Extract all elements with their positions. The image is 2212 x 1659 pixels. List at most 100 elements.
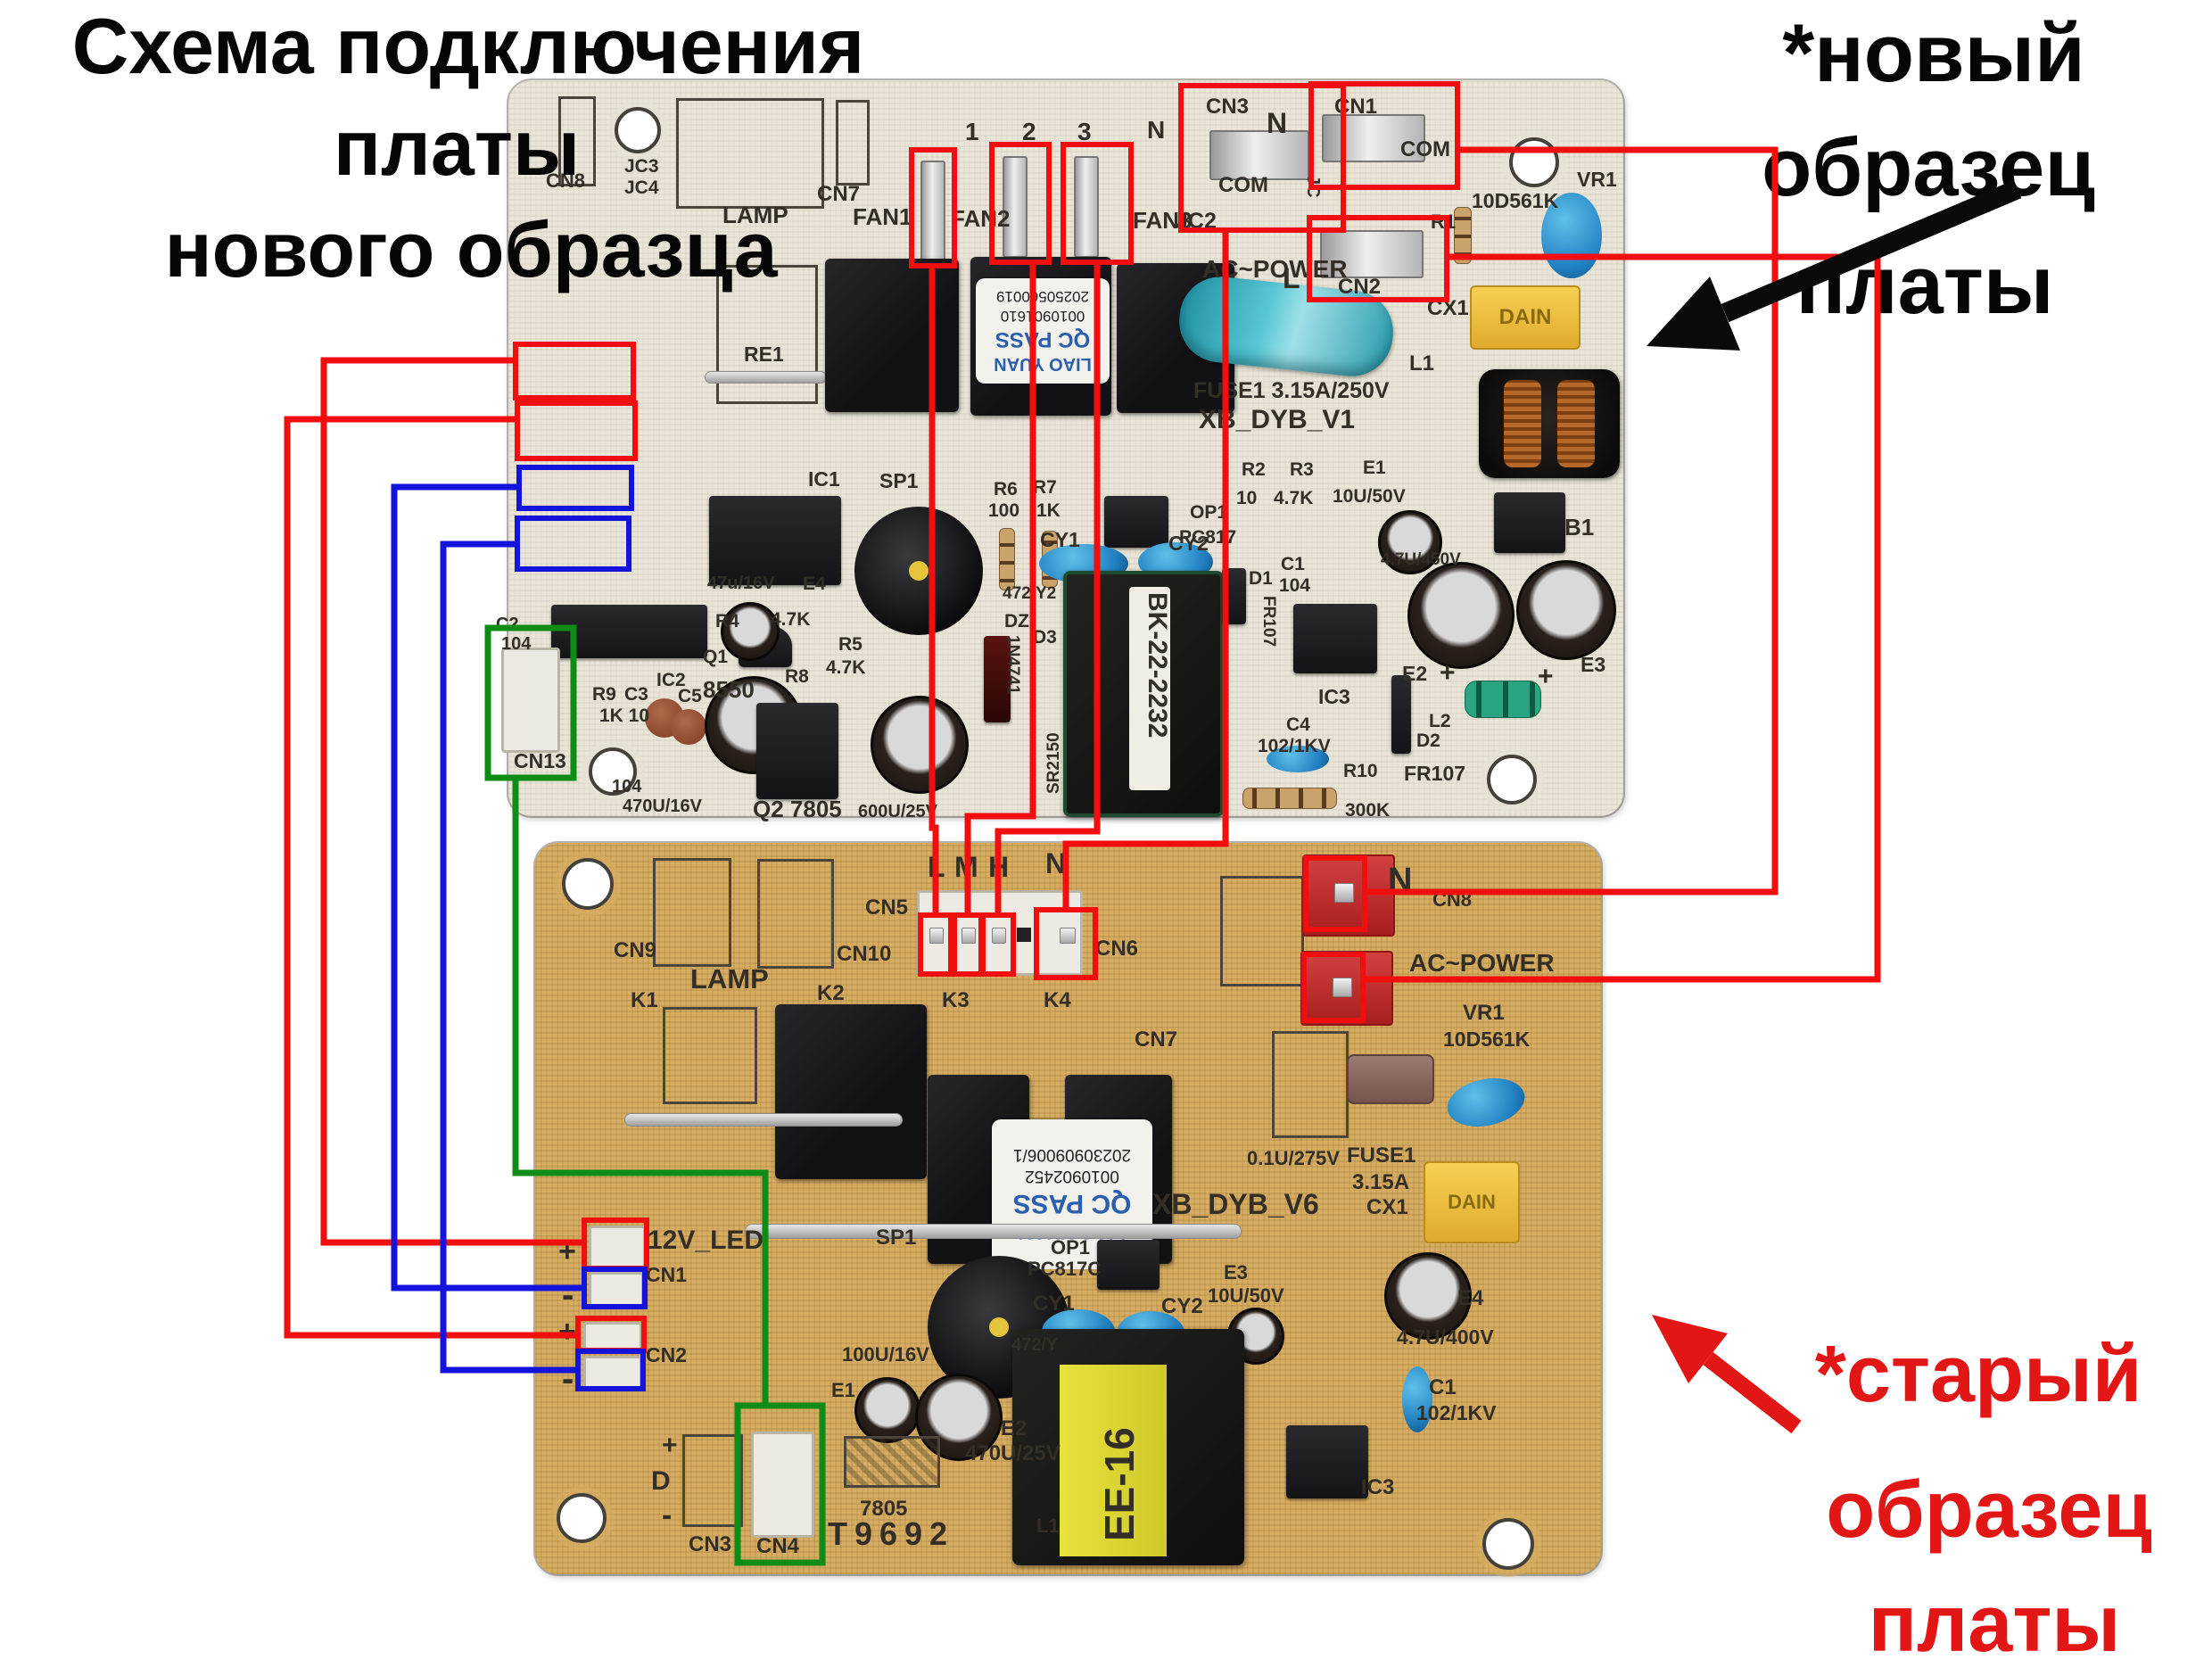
silkscreen-cn2: CN2 [646, 1343, 688, 1366]
box-pin-n [1034, 907, 1098, 980]
silkscreen-cn4: CN4 [756, 1534, 800, 1558]
silkscreen-r8: R8 [785, 666, 809, 687]
silkscreen-c1v: 102/1KV [1416, 1401, 1497, 1424]
cap-e2-old [915, 1374, 1003, 1461]
bridge-b1 [1494, 492, 1565, 553]
title-left-line2: платы [333, 103, 581, 192]
silkscreen-cy2: CY2 [1161, 1294, 1203, 1318]
silkscreen-pc817: PC817 [1179, 527, 1237, 548]
cap-600u [871, 696, 969, 794]
silkscreen-r7: R7 [1033, 477, 1057, 498]
screw-hole [1482, 1518, 1534, 1570]
c1-capacitor-old [1402, 1366, 1432, 1432]
c5-capacitor [671, 709, 706, 745]
silkscreen-k2: K2 [817, 981, 845, 1005]
cn2-connector [1320, 230, 1424, 278]
wire-cn1-cn8 [1365, 146, 1779, 896]
silkscreen-e3: E3 [1581, 653, 1606, 676]
silkscreen-c1v: 104 [1279, 575, 1311, 596]
silkscreen-op1: OP1 [1190, 502, 1228, 523]
silkscreen-r5v: 4.7K [826, 657, 866, 678]
silkscreen-e2v: 470U/25V [965, 1441, 1061, 1465]
k1-footprint [663, 1007, 757, 1104]
silkscreen-e2: E2 [1001, 1416, 1028, 1440]
silkscreen-cn1: CN1 [646, 1263, 688, 1286]
silkscreen-l2: L2 [1429, 711, 1451, 731]
silkscreen-xbdyb: XB_DYB_V6 [1152, 1188, 1319, 1220]
silkscreen-v315: 3.15A [1352, 1170, 1410, 1194]
silkscreen-lamp: LAMP [690, 963, 769, 995]
relay-k2 [775, 1004, 927, 1179]
silkscreen-e1: E1 [1363, 458, 1386, 478]
cn4-connector [751, 1432, 814, 1538]
cn2-minus-header [583, 1356, 642, 1391]
silkscreen-v600: 600U/25V [858, 802, 937, 821]
cn7-footprint [836, 100, 870, 186]
silkscreen-e4v: 4.7U/400V [1397, 1325, 1494, 1349]
c4-capacitor [1267, 746, 1329, 772]
silkscreen-cn7: CN7 [817, 182, 861, 206]
fan3-connector [1074, 156, 1099, 258]
box-pin-l [918, 912, 953, 977]
silkscreen-r6: R6 [994, 479, 1018, 499]
silkscreen-ic3: IC3 [1361, 1475, 1395, 1499]
jumper-wire-old-2 [745, 1224, 1242, 1239]
silkscreen-fan2: FAN2 [951, 205, 1011, 232]
silkscreen-jc3: JC3 [624, 156, 659, 177]
silkscreen-q1v: 8550 [703, 676, 755, 703]
silkscreen-v10d: 10D561K [1472, 189, 1559, 212]
silkscreen-cn3: CN3 [1206, 95, 1250, 119]
box-fan2 [989, 142, 1052, 265]
cn3-com-connector [1209, 130, 1309, 180]
silkscreen-com1: COM [1218, 173, 1268, 197]
silkscreen-pinN: N [1147, 116, 1166, 144]
box-fan3 [1061, 142, 1134, 265]
box-cn10 [515, 400, 638, 461]
silkscreen-k3: K3 [942, 988, 970, 1012]
jumper-wire-old-1 [624, 1113, 903, 1127]
cx1-capacitor-old: DAIN [1424, 1161, 1520, 1243]
silkscreen-r2: R2 [1242, 459, 1266, 480]
silkscreen-e2: E2 [1402, 662, 1428, 685]
silkscreen-cn13: CN13 [514, 749, 566, 772]
label-old-board-line2: образец [1826, 1465, 2152, 1555]
silkscreen-r4: R4 [715, 611, 739, 631]
silkscreen-acpower: AC~POWER [1409, 949, 1555, 977]
silkscreen-p2: + [558, 1315, 576, 1349]
silkscreen-v100u: 100U/16V [842, 1343, 929, 1366]
ic2-chip [551, 605, 707, 658]
cn10-footprint-old [757, 859, 834, 969]
box-acpower-old [1301, 952, 1366, 1023]
silkscreen-led: 12V_LED [648, 1226, 764, 1255]
silkscreen-e1v: 10U/50V [1333, 486, 1406, 507]
resistor-r6 [999, 528, 1015, 590]
silkscreen-jc4: JC4 [624, 177, 659, 198]
silkscreen-sp1: SP1 [876, 1226, 917, 1250]
screw-hole [589, 747, 637, 796]
cn8-pin [1334, 883, 1354, 903]
buzzer-sp1 [854, 507, 983, 635]
silkscreen-r9: R9 [592, 684, 616, 705]
silkscreen-dmark: D [651, 1466, 671, 1496]
silkscreen-ic1: IC1 [808, 467, 840, 491]
silkscreen-cn9: CN9 [614, 938, 657, 962]
wire-fan3-H [995, 262, 1101, 915]
silkscreen-c4: C4 [1286, 714, 1310, 735]
fuse1-component [1347, 1054, 1434, 1104]
silkscreen-dz: DZ [1004, 611, 1029, 631]
bk-label-strip [1129, 587, 1170, 790]
box-led-plus [582, 1217, 649, 1271]
silkscreen-pin1: 1 [965, 118, 979, 145]
cn9-footprint-old [653, 858, 731, 967]
inductor-l2 [1465, 681, 1541, 718]
silkscreen-k4: K4 [1044, 988, 1071, 1012]
silkscreen-r6v: 100 [988, 500, 1020, 521]
box-cn4 [734, 1402, 826, 1566]
wire-cn9-led [320, 357, 584, 1246]
silkscreen-cx1: CX1 [1366, 1195, 1408, 1219]
cap-e4 [721, 602, 780, 661]
silkscreen-r3: R3 [1290, 459, 1314, 480]
relay-1 [825, 259, 959, 412]
silkscreen-q1: Q1 [703, 647, 729, 667]
